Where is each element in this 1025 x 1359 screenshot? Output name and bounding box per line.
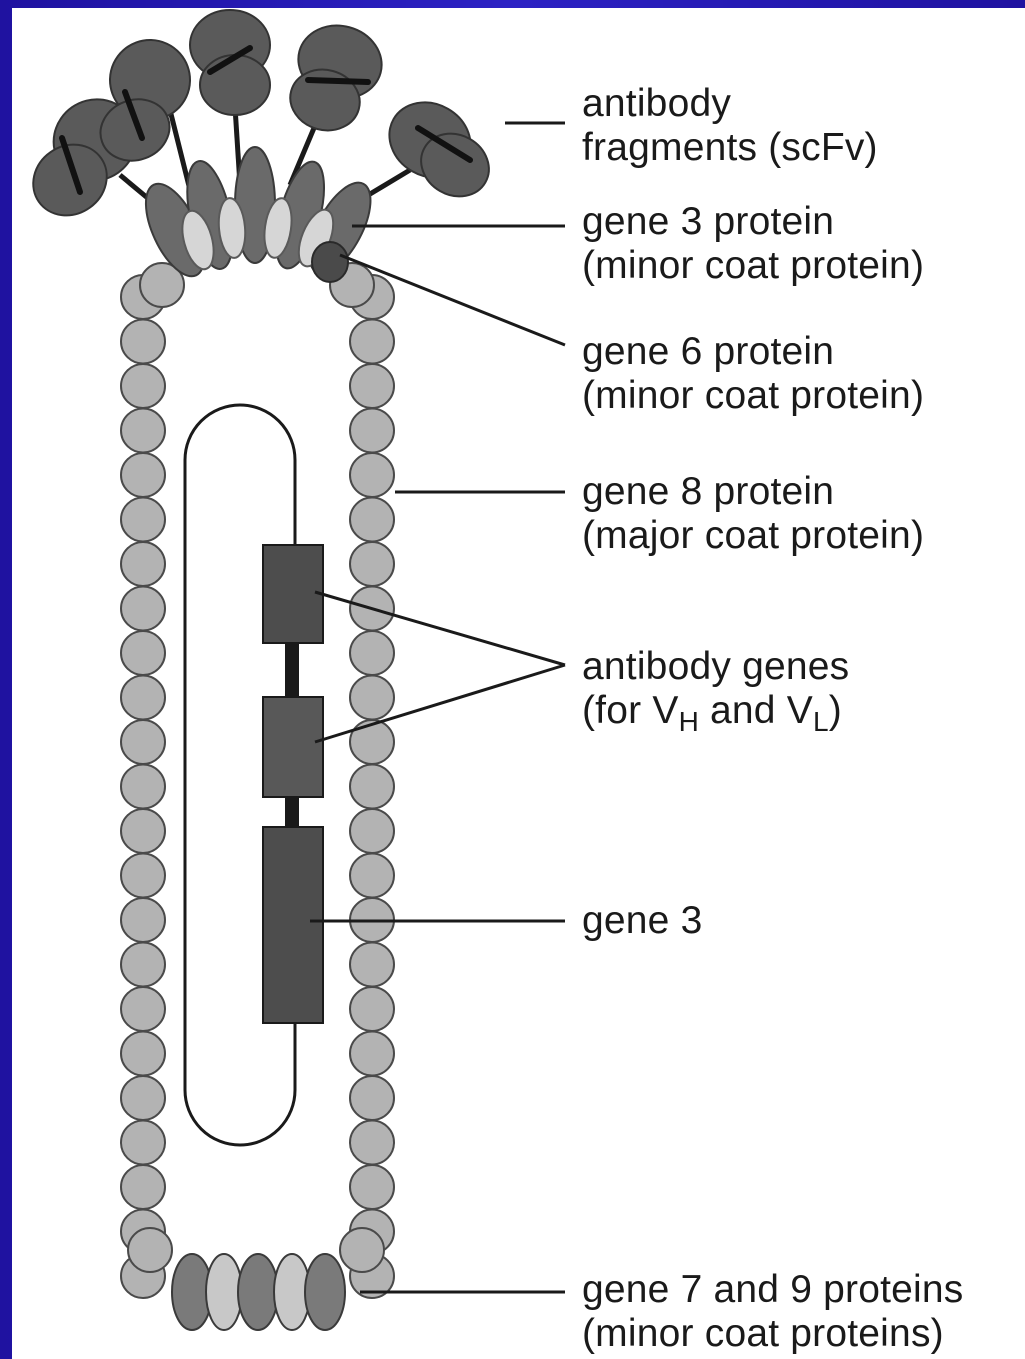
gene8-coat-protein-bead [350, 765, 394, 809]
phage-tip-proteins [19, 10, 500, 285]
antibody-gene-vl-block [263, 697, 323, 797]
gene8-coat-protein-bead [121, 987, 165, 1031]
gene8-coat-protein-bead [350, 1032, 394, 1076]
gene8-coat-protein-bead [350, 943, 394, 987]
gene8-coat-protein-bead [121, 1165, 165, 1209]
gene8-coat-protein-bead [350, 364, 394, 408]
label-line: gene 3 protein [582, 200, 924, 244]
label-gene3-protein: gene 3 protein (minor coat protein) [582, 200, 924, 288]
label-line: (major coat protein) [582, 514, 924, 558]
gene8-coat-protein-bead [121, 676, 165, 720]
gene8-coat-protein-bead [350, 987, 394, 1031]
label-antibody-genes: antibody genes (for VH and VL) [582, 645, 849, 744]
gene8-coat-protein-bead [121, 409, 165, 453]
gene3-block [263, 827, 323, 1023]
gene8-coat-protein-bead [350, 453, 394, 497]
label-text: ) [829, 689, 842, 732]
gene8-coat-protein-bead [350, 542, 394, 586]
gene8-coat-protein-bead [350, 676, 394, 720]
gene-linker [285, 795, 299, 829]
gene7-9-proteins [172, 1254, 345, 1330]
gene-linker [285, 640, 299, 700]
label-text: and V [699, 689, 813, 732]
gene8-coat-protein-bead [350, 1165, 394, 1209]
gene8-coat-protein-bead [350, 409, 394, 453]
label-text: (for V [582, 689, 679, 732]
gene8-coat-protein-bead [121, 498, 165, 542]
gene8-coat-protein-bead [121, 453, 165, 497]
gene-blocks [263, 545, 323, 1023]
subscript-h: H [679, 706, 699, 737]
gene8-coat-protein-bead [128, 1228, 172, 1272]
label-line: antibody [582, 82, 878, 126]
gene8-coat-protein-bead [121, 631, 165, 675]
gene8-coat-protein-bead [350, 854, 394, 898]
gene8-coat-protein-bead [121, 720, 165, 764]
gene8-coat-protein-bead [340, 1228, 384, 1272]
gene8-coat-protein-bead [121, 1121, 165, 1165]
gene8-coat-protein-bead [350, 498, 394, 542]
label-gene8-protein: gene 8 protein (major coat protein) [582, 470, 924, 558]
subscript-l: L [813, 706, 829, 737]
label-line: gene 8 protein [582, 470, 924, 514]
label-line: antibody genes [582, 645, 849, 689]
label-line: (for VH and VL) [582, 689, 849, 744]
gene8-coat-protein-bead [350, 320, 394, 364]
label-line: gene 3 [582, 899, 703, 943]
label-line: fragments (scFv) [582, 126, 878, 170]
gene8-coat-protein-bead [350, 720, 394, 764]
gene8-coat-protein-bead [121, 320, 165, 364]
gene8-coat-protein-bead [121, 1032, 165, 1076]
gene8-coat-protein-bead [121, 542, 165, 586]
label-line: gene 6 protein [582, 330, 924, 374]
gene8-coat-protein-bead [121, 898, 165, 942]
gene8-coat-protein-bead [121, 854, 165, 898]
label-gene6-protein: gene 6 protein (minor coat protein) [582, 330, 924, 418]
gene8-coat-protein-bead [121, 765, 165, 809]
gene8-coat-protein-bead [121, 587, 165, 631]
label-line: (minor coat protein) [582, 374, 924, 418]
gene8-coat-protein-bead [121, 943, 165, 987]
label-line: gene 7 and 9 proteins [582, 1268, 964, 1312]
gene8-coat-protein-bead [121, 364, 165, 408]
gene8-coat-protein-bead [121, 1076, 165, 1120]
label-antibody-fragments: antibody fragments (scFv) [582, 82, 878, 170]
label-gene3: gene 3 [582, 899, 703, 943]
label-line: (minor coat proteins) [582, 1312, 964, 1356]
gene8-coat-protein-bead [121, 809, 165, 853]
gene8-coat-protein-bead [350, 1076, 394, 1120]
label-line: (minor coat protein) [582, 244, 924, 288]
gene8-coat-protein-bead [350, 631, 394, 675]
gene8-coat-protein-bead [350, 1121, 394, 1165]
antibody-gene-vh-block [263, 545, 323, 643]
gene8-coat-protein-bead [350, 809, 394, 853]
label-gene7-9-proteins: gene 7 and 9 proteins (minor coat protei… [582, 1268, 964, 1356]
